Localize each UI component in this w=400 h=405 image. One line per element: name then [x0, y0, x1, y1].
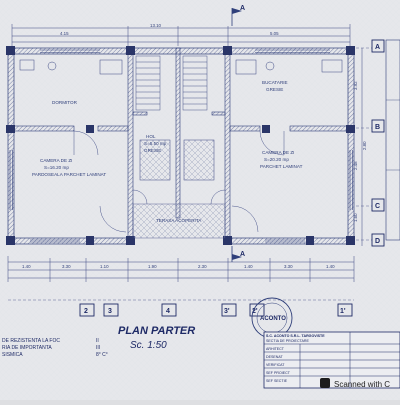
room-labels: DORMITOR CAMERA DE ZI S=16.20 mp PARDOSE…: [32, 80, 303, 223]
axis-b: B: [375, 124, 380, 131]
scanner-watermark: Scanned with C: [320, 378, 390, 389]
side-title-strip: [385, 39, 400, 241]
row-axes: A B C D 3.92 2.48 1.60 2.80: [353, 39, 385, 247]
note-seismic: SISMICA: [2, 352, 23, 358]
room-hol: HOL: [146, 134, 156, 139]
axis-2: 3: [108, 308, 112, 315]
svg-text:1.40: 1.40: [326, 264, 335, 269]
svg-text:1.90: 1.90: [148, 264, 157, 269]
axis-c: C: [375, 203, 380, 210]
axis-d: D: [375, 238, 380, 245]
room-area-right: S=20.20 mp: [264, 157, 289, 162]
bottom-dimension-labels: 1.40 3.30 1.10 1.90 2.30 1.40 3.30 1.40: [22, 264, 335, 269]
room-terasa: TERASA ACOPERITA: [156, 218, 202, 223]
axis-4: 3': [224, 308, 230, 315]
svg-text:3.30: 3.30: [62, 264, 71, 269]
svg-text:2.80: 2.80: [362, 141, 367, 150]
company-section: SECTIA DE PROIECTARE: [266, 339, 309, 343]
svg-text:8° C°: 8° C°: [96, 352, 108, 358]
svg-text:3.92: 3.92: [353, 81, 358, 90]
svg-text:1.40: 1.40: [244, 264, 253, 269]
fixtures: [19, 59, 343, 181]
door-swings: [73, 130, 285, 233]
staircase-left: [135, 55, 161, 111]
top-dimensions: [11, 24, 351, 46]
section-marker-bottom: A: [231, 246, 245, 262]
company-name: S.C. ACONTO S.R.L. TARGOVISTE: [266, 334, 325, 338]
dim-top-left: 4.15: [60, 31, 69, 36]
svg-text:1.10: 1.10: [100, 264, 109, 269]
axis-6: 1': [340, 308, 346, 315]
svg-text:ACONTO: ACONTO: [260, 316, 286, 322]
svg-text:2.48: 2.48: [353, 161, 358, 170]
svg-text:1.60: 1.60: [353, 213, 358, 222]
room-hol-area: S=5.50 mp: [144, 141, 167, 146]
svg-text:SEF SECTIE: SEF SECTIE: [266, 379, 288, 383]
svg-text:DESENAT: DESENAT: [266, 355, 284, 359]
svg-text:3.30: 3.30: [284, 264, 293, 269]
dim-top-right: 5.05: [270, 31, 279, 36]
axis-a: A: [375, 44, 380, 51]
staircase-right: [182, 55, 208, 111]
room-hol-floor: GRESIE: [144, 148, 161, 153]
drawing-scale: Sc. 1:50: [130, 340, 167, 351]
room-floor-right: PARCHET LAMINAT: [260, 164, 303, 169]
drawing-title: PLAN PARTER: [118, 325, 195, 337]
svg-text:A: A: [240, 251, 245, 258]
title-block: S.C. ACONTO S.R.L. TARGOVISTE SECTIA DE …: [263, 331, 400, 389]
fire-seismic-notes: DE REZISTENTA LA FOC RIA DE IMPORTANTA S…: [2, 338, 108, 358]
svg-text:1.40: 1.40: [22, 264, 31, 269]
svg-text:III: III: [96, 345, 100, 351]
note-importance: RIA DE IMPORTANTA: [2, 345, 52, 351]
windows: [9, 49, 353, 243]
room-camera-de-zi-right: CAMERA DE ZI: [262, 150, 294, 155]
axis-5: 2': [252, 308, 258, 315]
note-fire: DE REZISTENTA LA FOC: [2, 338, 60, 344]
room-bucatarie-floor: GRESIE: [266, 87, 283, 92]
structural-columns: [6, 46, 355, 245]
room-dormitor: DORMITOR: [52, 100, 78, 105]
room-bucatarie: BUCATARIE: [262, 80, 288, 85]
watermark-text: Scanned with C: [334, 380, 390, 389]
room-area-left: S=16.20 mp: [44, 165, 69, 170]
svg-text:SEF PROIECT: SEF PROIECT: [266, 371, 291, 375]
room-camera-de-zi-left: CAMERA DE ZI: [40, 158, 72, 163]
svg-text:A: A: [240, 5, 245, 12]
bottom-dimensions: [7, 256, 355, 282]
axis-1: 2: [84, 308, 88, 315]
svg-text:2.30: 2.30: [198, 264, 207, 269]
room-floor-left: PARDOSEALA PARCHET LAMINAT: [32, 172, 106, 177]
section-marker-top: A: [231, 5, 245, 26]
axis-3: 4: [166, 308, 170, 315]
dim-top-total: 13.10: [150, 23, 162, 28]
svg-text:II: II: [96, 338, 99, 344]
svg-text:VERIFICAT: VERIFICAT: [266, 363, 285, 367]
svg-text:ARHITECT: ARHITECT: [266, 347, 285, 351]
terrace-area: [132, 203, 226, 239]
